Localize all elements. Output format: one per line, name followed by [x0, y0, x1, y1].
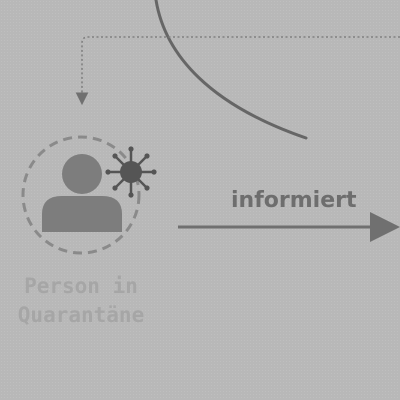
node-dashed-circle	[21, 135, 141, 255]
person-node-label: Person in Quarantäne	[0, 272, 162, 330]
person-label-line2: Quarantäne	[17, 303, 145, 327]
curved-connector	[154, 0, 308, 140]
dotted-connector	[75, 36, 400, 106]
edge-label: informiert	[231, 188, 357, 213]
virus-icon	[105, 146, 157, 198]
person-label-line1: Person in	[24, 274, 138, 298]
person-icon	[42, 154, 122, 232]
